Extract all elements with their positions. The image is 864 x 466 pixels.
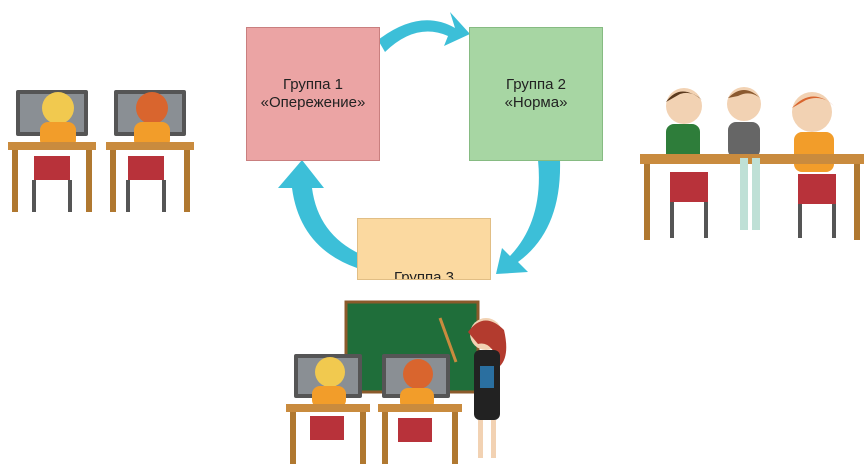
group-3-box: Группа 3 — [357, 218, 491, 280]
group-1-box: Группа 1 «Опережение» — [246, 27, 380, 161]
students-discussing-icon — [640, 87, 864, 240]
arrow-1-to-2-icon — [378, 12, 470, 52]
group-2-label: Группа 2 «Норма» — [504, 76, 568, 111]
arrow-3-to-1-icon — [278, 160, 360, 268]
group-3-label: Группа 3 — [393, 269, 455, 280]
group-1-label: Группа 1 «Опережение» — [260, 76, 366, 111]
arrow-2-to-3-icon — [496, 160, 561, 274]
teacher-with-class-icon — [286, 300, 507, 464]
group-2-box: Группа 2 «Норма» — [469, 27, 603, 161]
students-at-computers-icon — [8, 90, 194, 212]
